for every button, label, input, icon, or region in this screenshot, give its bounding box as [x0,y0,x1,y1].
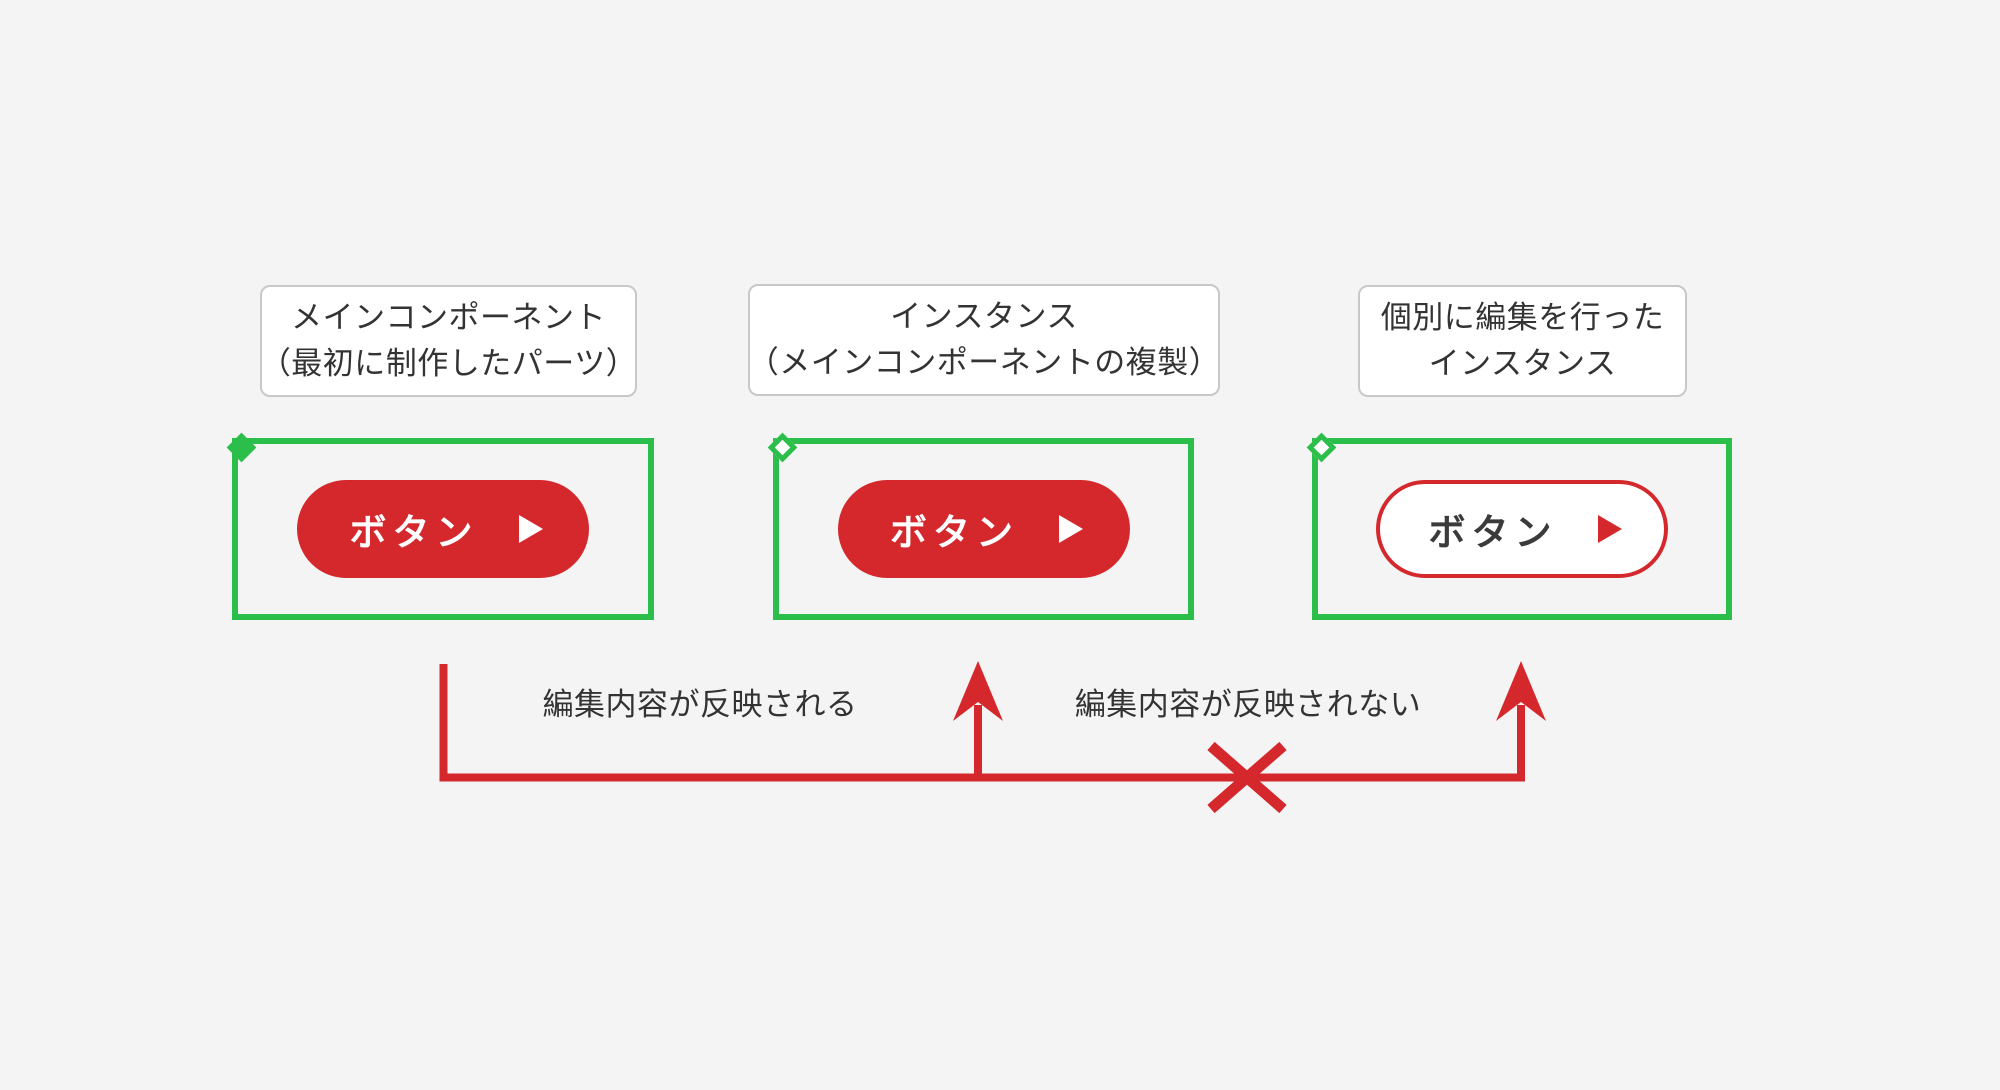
label-line: （最初に制作したパーツ） [259,346,638,382]
button-label: ボタン [1428,511,1558,554]
play-icon [518,515,543,543]
button-main-component[interactable]: ボタン [297,480,589,578]
instance-diamond-icon [1306,432,1336,462]
annotation-reflected: 編集内容が反映される [542,687,858,723]
frame-edited-instance: ボタン [1306,432,1732,620]
button-label: ボタン [890,511,1019,554]
x-mark-icon [1207,741,1287,814]
frame-instance: ボタン [767,432,1194,620]
button-label: ボタン [349,511,479,554]
label-instance: インスタンス （メインコンポーネントの複製） [748,284,1220,396]
label-main-component: メインコンポーネント （最初に制作したパーツ） [260,285,637,397]
main-component-diamond-icon [226,432,256,462]
button-edited-instance[interactable]: ボタン [1376,480,1668,578]
label-line: （メインコンポーネントの複製） [747,345,1221,381]
label-line: インスタンス [1428,346,1617,382]
update-flow-arrows [439,661,1546,814]
label-line: メインコンポーネント [291,300,606,336]
arrowhead-up-icon [1496,661,1546,721]
label-edited-instance: 個別に編集を行った インスタンス [1358,285,1687,397]
label-line: インスタンス [890,299,1078,335]
frame-main-component: ボタン [226,432,654,620]
play-icon [1059,515,1083,543]
play-icon [1597,515,1622,543]
arrowhead-up-icon [953,661,1003,721]
connector-line [439,664,1525,782]
label-line: 個別に編集を行った [1380,300,1665,336]
button-instance[interactable]: ボタン [837,480,1130,578]
instance-diamond-icon [767,432,797,462]
annotation-not-reflected: 編集内容が反映されない [1074,687,1422,723]
